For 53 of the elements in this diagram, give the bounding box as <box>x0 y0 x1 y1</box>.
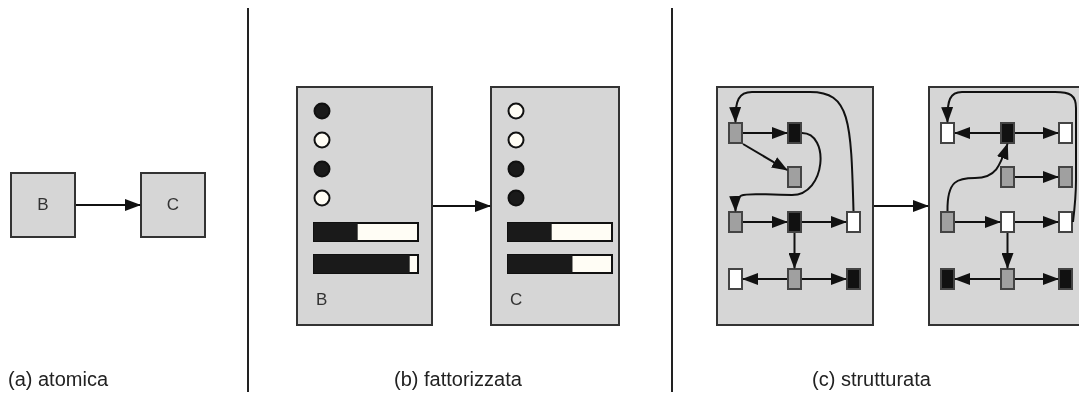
variable-square <box>728 122 743 144</box>
arrow <box>1014 273 1059 285</box>
arrow <box>1001 232 1014 269</box>
variable-square <box>846 211 861 233</box>
variable-square <box>1000 166 1015 188</box>
arrow <box>954 216 1001 228</box>
arrow <box>1014 171 1059 183</box>
state-label: C <box>166 195 180 215</box>
arrow <box>954 127 1001 139</box>
variable-square <box>787 166 802 188</box>
arrow <box>729 132 822 212</box>
arrow <box>742 216 788 228</box>
variable-square <box>728 268 743 290</box>
state-label: B <box>37 195 49 215</box>
panel-caption: (c) strutturata <box>812 368 931 391</box>
arrow <box>729 91 855 212</box>
arrow <box>1014 216 1059 228</box>
arrow <box>954 273 1001 285</box>
arrow <box>1014 127 1059 139</box>
variable-square <box>940 268 955 290</box>
variable-square <box>728 211 743 233</box>
structured-state-box <box>716 86 874 326</box>
variable-square <box>787 211 802 233</box>
variable-square <box>787 268 802 290</box>
arrow <box>941 91 1077 223</box>
arrow <box>742 127 788 139</box>
state-label: B <box>316 290 328 310</box>
panel-caption: (b) fattorizzata <box>394 368 522 391</box>
variable-square <box>1000 122 1015 144</box>
variable-square <box>846 268 861 290</box>
variable-square <box>787 122 802 144</box>
arrow <box>742 273 788 285</box>
variable-square <box>1000 211 1015 233</box>
variable-square <box>1000 268 1015 290</box>
panel-caption: (a) atomica <box>8 368 109 391</box>
structured-state-box <box>928 86 1079 326</box>
variable-square <box>1058 122 1073 144</box>
variable-square <box>1058 166 1073 188</box>
atomic-state-box <box>10 172 76 238</box>
arrow <box>801 216 847 228</box>
state-label: C <box>510 290 523 310</box>
variable-square <box>940 122 955 144</box>
arrow <box>432 200 491 212</box>
variable-square <box>1058 268 1073 290</box>
arrow <box>801 273 847 285</box>
arrow <box>946 143 1009 212</box>
variable-square <box>1058 211 1073 233</box>
arrow <box>75 199 141 211</box>
variable-square <box>940 211 955 233</box>
arrow <box>742 143 788 171</box>
arrow <box>788 232 801 269</box>
atomic-state-box <box>140 172 206 238</box>
arrow <box>873 200 929 212</box>
